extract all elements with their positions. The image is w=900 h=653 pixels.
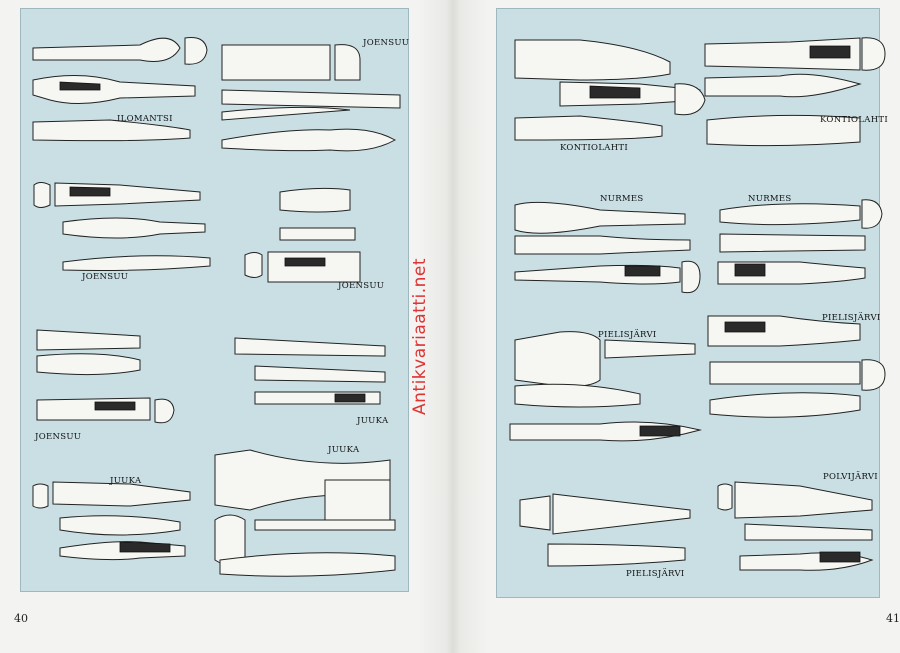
drawing-juuka-right-top bbox=[234, 337, 386, 405]
label-pielisjarvi-bottom: PIELISJÄRVI bbox=[626, 569, 685, 579]
label-joensuu-left: JOENSUU bbox=[82, 272, 129, 282]
drawing-joensuu-left-1 bbox=[33, 182, 201, 208]
label-pielisjarvi-left: PIELISJÄRVI bbox=[598, 330, 657, 340]
drawing-ilomantsi-1 bbox=[32, 37, 208, 65]
label-nurmes-right: NURMES bbox=[748, 194, 792, 204]
drawing-polvijarvi bbox=[717, 481, 874, 571]
drawing-joensuu-right bbox=[244, 187, 361, 283]
label-joensuu-right: JOENSUU bbox=[338, 281, 385, 291]
page-number-right: 41 bbox=[886, 612, 900, 625]
drawing-juuka-left bbox=[32, 481, 191, 561]
label-kontiolahti-right: KONTIOLAHTI bbox=[820, 115, 889, 125]
book-gutter bbox=[418, 0, 488, 653]
drawing-joensuu-left-3 bbox=[62, 255, 211, 271]
drawing-kontiolahti-left bbox=[514, 39, 706, 141]
drawing-pielisjarvi-left bbox=[509, 331, 702, 442]
label-juuka-left: JUUKA bbox=[110, 476, 142, 486]
label-kontiolahti-left: KONTIOLAHTI bbox=[560, 143, 629, 153]
page-number-left: 40 bbox=[14, 612, 28, 625]
label-pielisjarvi-right: PIELISJÄRVI bbox=[822, 313, 881, 323]
drawing-joensuu-left-mid bbox=[36, 329, 175, 424]
label-polvijarvi: POLVIJÄRVI bbox=[823, 472, 878, 482]
drawing-nurmes-left bbox=[514, 201, 701, 294]
drawing-nurmes-right bbox=[717, 199, 883, 285]
label-nurmes-left: NURMES bbox=[600, 194, 644, 204]
label-ilomantsi: ILOMANTSI bbox=[117, 114, 173, 124]
drawing-pielisjarvi-bottom bbox=[519, 493, 691, 567]
drawing-ilomantsi-2 bbox=[32, 75, 196, 105]
drawing-kontiolahti-right bbox=[704, 37, 886, 147]
label-juuka-right: JUUKA bbox=[328, 445, 360, 455]
watermark: Antikvariaatti.net bbox=[410, 257, 430, 415]
drawing-pielisjarvi-right bbox=[707, 315, 886, 418]
drawing-juuka-right-big bbox=[214, 449, 396, 577]
drawing-joensuu-top bbox=[221, 44, 401, 152]
label-joensuu-top: JOENSUU bbox=[363, 38, 410, 48]
label-juuka-upper: JUUKA bbox=[357, 416, 389, 426]
drawing-joensuu-left-2 bbox=[62, 217, 206, 239]
drawing-ilomantsi-3 bbox=[32, 119, 191, 142]
label-joensuu-bottom: JOENSUU bbox=[35, 432, 82, 442]
